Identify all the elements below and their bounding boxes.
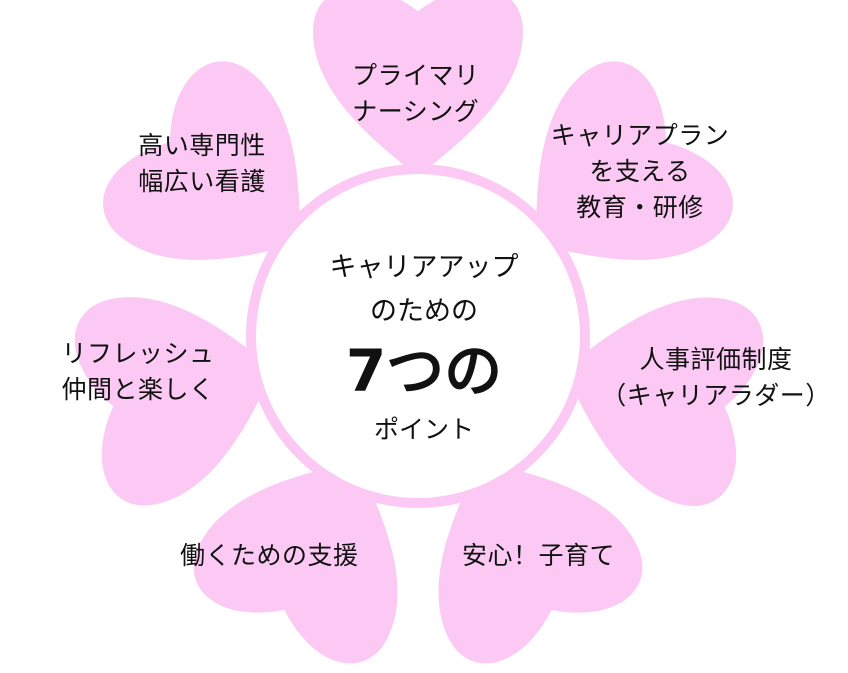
heart-petal-refresh [75, 297, 274, 506]
petal-label-expertise: 高い専門性 幅広い看護 [122, 128, 282, 200]
petal-text-line: を支える [589, 157, 691, 186]
petal-label-career-plan-education: キャリアプラン を支える 教育・研修 [540, 118, 740, 226]
heart-petal-work-support [193, 461, 398, 664]
petal-text-line: 仲間と楽しく [61, 375, 215, 404]
heart-petal-career-plan-education [536, 61, 733, 260]
petal-label-personnel-evaluation: 人事評価制度 （キャリアラダー） [596, 342, 836, 414]
heart-petal-personnel-evaluation [564, 297, 763, 506]
petal-label-childcare-support: 安心！子育て [462, 538, 615, 574]
heart-petal-primary-nursing [313, 0, 523, 176]
petal-text-line: 教育・研修 [576, 193, 704, 222]
petal-text-line: 幅広い看護 [138, 167, 266, 196]
petal-label-work-support: 働くための支援 [180, 538, 359, 574]
petal-text-line: （キャリアラダー） [601, 381, 831, 410]
center-circle [256, 174, 580, 498]
petal-label-primary-nursing: プライマリ ナーシング [352, 58, 480, 130]
center-title-line1: キャリアアップ [329, 252, 519, 283]
heart-petal-childcare-support [438, 461, 643, 664]
petal-text-line: 安心！子育て [462, 541, 616, 570]
center-emphasis: 7つの [345, 337, 503, 405]
center-title-line4: ポイント [373, 415, 474, 444]
center-title-line2: のための [370, 296, 478, 327]
heart-petal-expertise [103, 61, 300, 260]
petal-text-line: 高い専門性 [138, 131, 266, 160]
petal-text-line: 働くための支援 [180, 541, 359, 570]
petal-text-line: キャリアプラン [550, 121, 730, 150]
petal-text-line: 人事評価制度 [639, 345, 793, 374]
petal-text-line: ナーシング [352, 97, 480, 126]
petal-text-line: プライマリ [352, 61, 480, 90]
petal-label-refresh: リフレッシュ 仲間と楽しく [38, 336, 238, 408]
petal-text-line: リフレッシュ [61, 339, 215, 368]
